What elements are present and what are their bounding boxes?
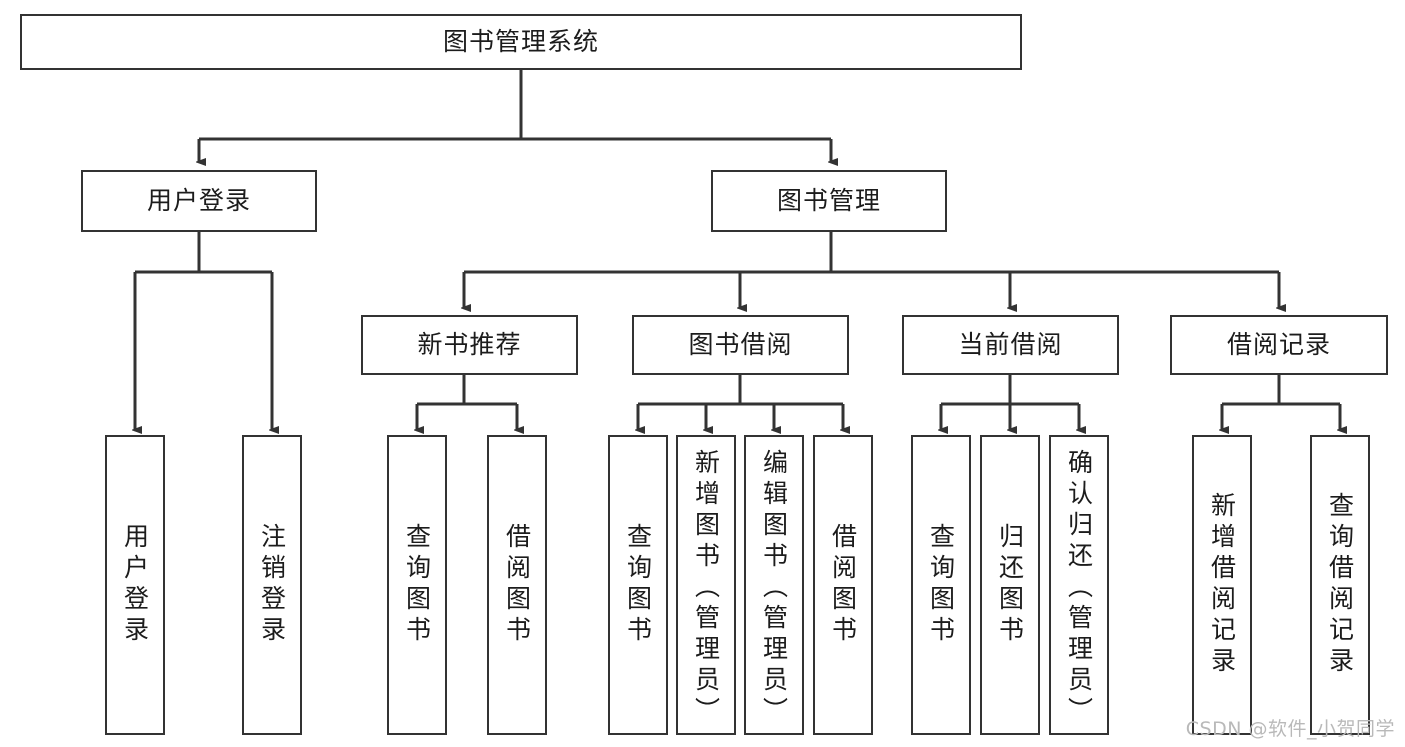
node-user-login[interactable]: 用户登录 bbox=[81, 170, 317, 232]
leaf-bb-query-book[interactable]: 查询图书 bbox=[608, 435, 668, 735]
leaf-bb-query-book-label: 查询图书 bbox=[623, 523, 653, 647]
node-borrow-record[interactable]: 借阅记录 bbox=[1170, 315, 1388, 375]
leaf-bb-edit-book-label: 编辑图书（管理员） bbox=[759, 449, 789, 728]
leaf-bb-edit-book[interactable]: 编辑图书（管理员） bbox=[744, 435, 804, 735]
node-borrow-record-label: 借阅记录 bbox=[1226, 330, 1331, 360]
leaf-nb-query-book-label: 查询图书 bbox=[402, 523, 432, 647]
leaf-logout[interactable]: 注销登录 bbox=[242, 435, 302, 735]
leaf-cb-query-book[interactable]: 查询图书 bbox=[911, 435, 971, 735]
leaf-br-add-record-label: 新增借阅记录 bbox=[1207, 492, 1237, 678]
node-root[interactable]: 图书管理系统 bbox=[20, 14, 1022, 70]
leaf-cb-confirm-return[interactable]: 确认归还（管理员） bbox=[1049, 435, 1109, 735]
leaf-user-login[interactable]: 用户登录 bbox=[105, 435, 165, 735]
csdn-watermark: CSDN @软件_小贺同学 bbox=[1185, 718, 1395, 740]
leaf-nb-query-book[interactable]: 查询图书 bbox=[387, 435, 447, 735]
leaf-bb-borrow-book[interactable]: 借阅图书 bbox=[813, 435, 873, 735]
leaf-br-add-record[interactable]: 新增借阅记录 bbox=[1192, 435, 1252, 735]
leaf-nb-borrow-book-label: 借阅图书 bbox=[502, 523, 532, 647]
node-book-borrow-label: 图书借阅 bbox=[688, 330, 793, 360]
leaf-bb-borrow-book-label: 借阅图书 bbox=[828, 523, 858, 647]
leaf-cb-confirm-return-label: 确认归还（管理员） bbox=[1064, 449, 1094, 728]
leaf-cb-return-book-label: 归还图书 bbox=[995, 523, 1025, 647]
leaf-br-query-record[interactable]: 查询借阅记录 bbox=[1310, 435, 1370, 735]
node-current-borrow-label: 当前借阅 bbox=[958, 330, 1063, 360]
node-new-book-recommend-label: 新书推荐 bbox=[417, 330, 522, 360]
leaf-cb-return-book[interactable]: 归还图书 bbox=[980, 435, 1040, 735]
leaf-bb-add-book-label: 新增图书（管理员） bbox=[691, 449, 721, 728]
node-book-manage-label: 图书管理 bbox=[776, 186, 881, 216]
leaf-user-login-label: 用户登录 bbox=[120, 523, 150, 647]
leaf-cb-query-book-label: 查询图书 bbox=[926, 523, 956, 647]
node-user-login-label: 用户登录 bbox=[146, 186, 251, 216]
leaf-bb-add-book[interactable]: 新增图书（管理员） bbox=[676, 435, 736, 735]
leaf-logout-label: 注销登录 bbox=[257, 523, 287, 647]
node-book-manage[interactable]: 图书管理 bbox=[711, 170, 947, 232]
node-root-label: 图书管理系统 bbox=[442, 27, 599, 57]
leaf-nb-borrow-book[interactable]: 借阅图书 bbox=[487, 435, 547, 735]
node-current-borrow[interactable]: 当前借阅 bbox=[902, 315, 1119, 375]
leaf-br-query-record-label: 查询借阅记录 bbox=[1325, 492, 1355, 678]
node-new-book-recommend[interactable]: 新书推荐 bbox=[361, 315, 578, 375]
node-book-borrow[interactable]: 图书借阅 bbox=[632, 315, 849, 375]
